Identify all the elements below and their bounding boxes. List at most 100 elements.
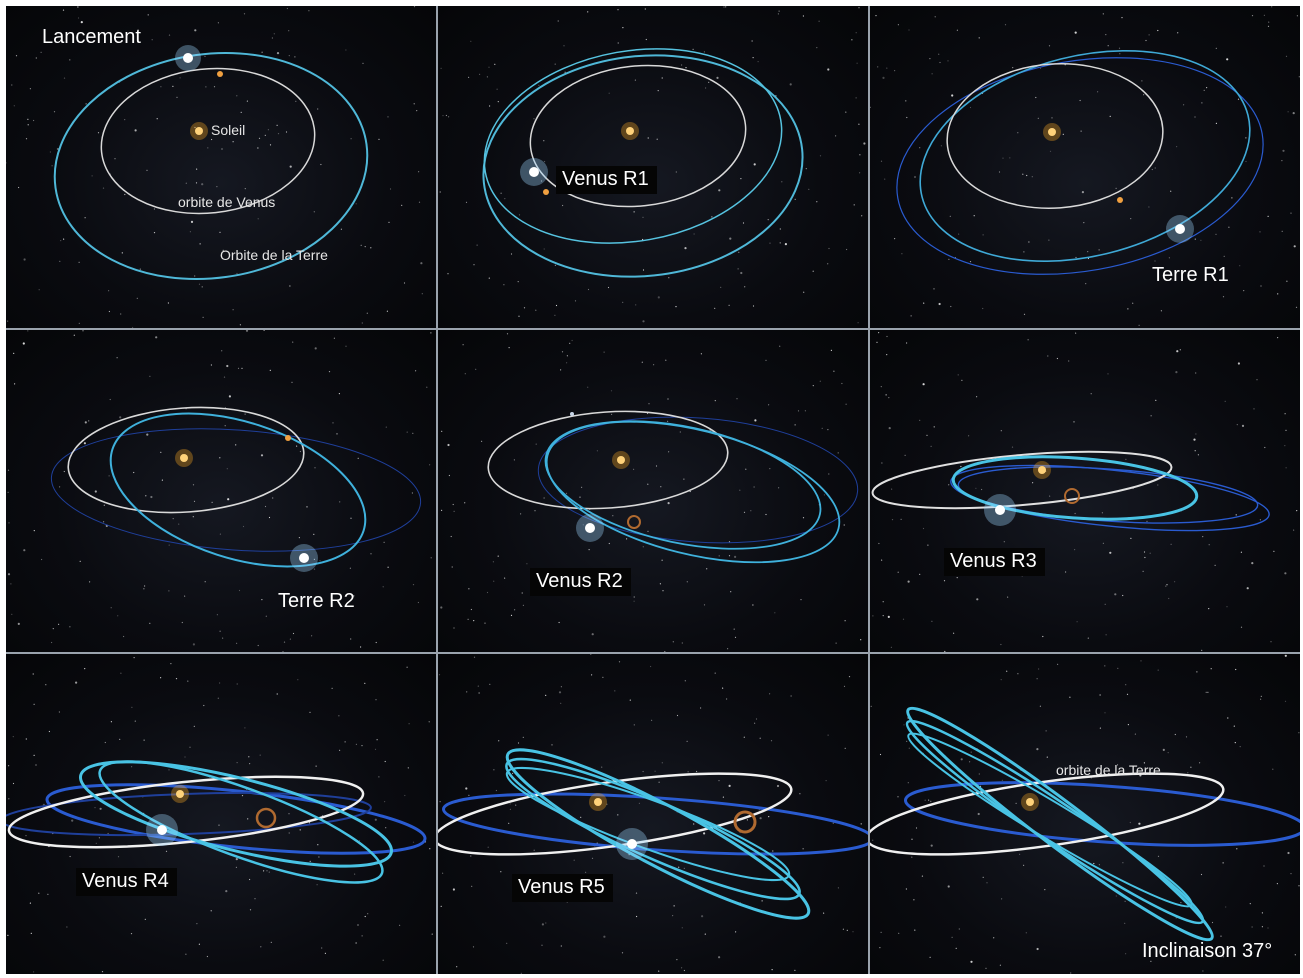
star	[249, 878, 251, 881]
star	[130, 933, 133, 935]
star	[644, 8, 646, 10]
star	[930, 844, 933, 847]
star	[540, 180, 543, 182]
star	[573, 859, 575, 861]
star	[943, 580, 946, 582]
star	[1261, 926, 1263, 928]
star	[1226, 58, 1229, 61]
star	[1026, 174, 1028, 177]
star	[18, 186, 20, 189]
star	[1193, 438, 1196, 441]
star	[704, 933, 706, 935]
starfield	[870, 654, 1300, 974]
star	[828, 247, 830, 250]
star	[218, 824, 220, 826]
orbit-drawing	[7, 330, 432, 652]
star	[465, 201, 468, 203]
star	[591, 633, 594, 636]
star	[385, 426, 387, 428]
star	[1211, 921, 1214, 924]
star	[852, 931, 854, 933]
star	[845, 403, 847, 405]
star	[245, 330, 249, 332]
star	[508, 822, 510, 824]
star	[827, 734, 829, 736]
star	[479, 73, 481, 75]
star	[1271, 6, 1273, 8]
star	[51, 641, 53, 644]
star	[89, 581, 91, 583]
star	[608, 542, 610, 545]
star	[667, 398, 669, 400]
star	[374, 748, 377, 750]
star	[1105, 34, 1107, 36]
star	[661, 762, 663, 764]
star	[789, 83, 792, 86]
star	[429, 464, 431, 466]
star	[1157, 669, 1159, 671]
star	[642, 238, 644, 241]
star	[1208, 608, 1210, 610]
star	[194, 275, 196, 277]
star	[494, 63, 496, 65]
star	[73, 334, 75, 336]
star	[915, 827, 918, 829]
star	[1039, 67, 1042, 69]
star	[1296, 15, 1298, 17]
star	[364, 915, 366, 918]
star	[85, 103, 87, 105]
star	[1196, 671, 1198, 673]
star	[591, 857, 594, 859]
star	[706, 568, 708, 570]
star	[447, 443, 450, 447]
star	[508, 347, 510, 349]
star	[1049, 150, 1052, 152]
star	[114, 158, 116, 160]
star	[338, 393, 340, 395]
starfield	[872, 332, 1298, 652]
star	[472, 946, 475, 948]
star	[1132, 302, 1134, 304]
star	[244, 413, 246, 415]
star	[703, 604, 706, 606]
star	[442, 872, 444, 874]
star	[426, 386, 428, 388]
star	[133, 657, 135, 659]
star	[938, 302, 941, 306]
star	[1177, 32, 1179, 34]
star	[387, 566, 389, 568]
star	[727, 648, 729, 650]
star	[564, 71, 566, 73]
star	[922, 527, 925, 530]
star	[947, 60, 949, 62]
star	[647, 137, 649, 139]
star	[313, 533, 315, 535]
star	[272, 497, 274, 499]
star	[260, 946, 262, 948]
star	[1148, 34, 1150, 36]
star	[675, 171, 677, 173]
star	[1202, 536, 1204, 538]
star	[642, 546, 644, 548]
star	[428, 721, 430, 723]
star	[891, 488, 893, 490]
star	[737, 268, 739, 270]
star	[574, 300, 577, 302]
star	[633, 600, 635, 602]
star	[7, 573, 11, 576]
star	[204, 581, 206, 583]
star	[585, 871, 587, 873]
star	[696, 770, 698, 773]
star	[452, 888, 455, 891]
star	[269, 369, 271, 371]
star	[898, 932, 900, 934]
star	[1281, 160, 1283, 162]
star	[123, 635, 125, 638]
star	[8, 798, 10, 800]
star	[236, 642, 238, 644]
star	[439, 191, 441, 193]
star	[198, 943, 200, 945]
label-venus-r2: Venus R2	[530, 568, 631, 596]
star	[509, 803, 511, 805]
star	[285, 131, 288, 133]
